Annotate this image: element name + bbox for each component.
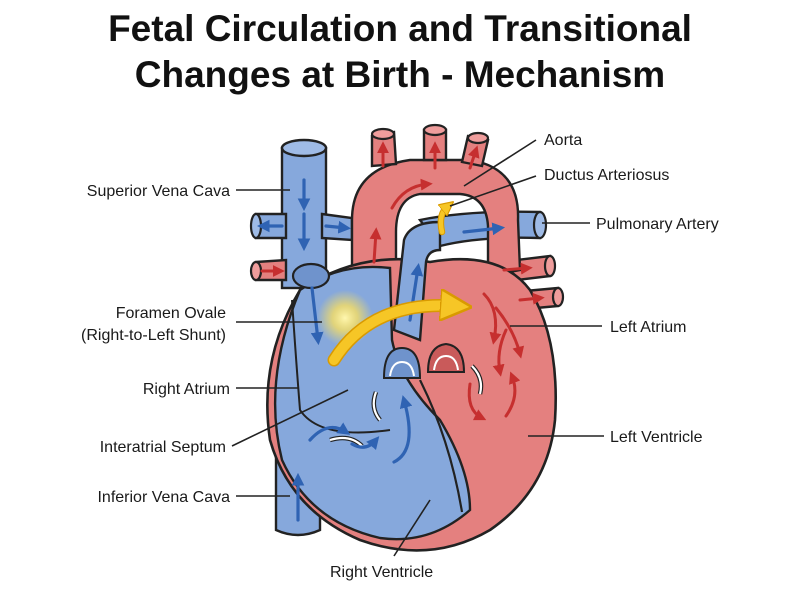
label-superior-vena-cava: Superior Vena Cava [87,183,230,200]
leader-lines [231,139,604,557]
title-line-2: Changes at Birth - Mechanism [134,54,666,95]
foramen-ovale-shunt-arrow [327,305,456,367]
red-flow-arrows [260,141,545,421]
label-foramen-ovale-shunt: (Right-to-Left Shunt) [81,327,226,344]
diagram-title: Fetal Circulation and Transitional Chang… [0,6,800,98]
label-interatrial-septum: Interatrial Septum [100,439,226,456]
pulmonary-valve [382,346,422,379]
ductus-arteriosus-arrow [437,206,448,236]
label-inferior-vena-cava: Inferior Vena Cava [97,489,230,506]
label-ductus-arteriosus: Ductus Arteriosus [544,167,669,184]
label-right-ventricle: Right Ventricle [330,564,433,581]
label-pulmonary-artery: Pulmonary Artery [596,216,719,233]
label-foramen-ovale: Foramen Ovale [116,305,226,322]
label-left-ventricle: Left Ventricle [610,429,703,446]
title-line-1: Fetal Circulation and Transitional [108,8,692,49]
label-aorta: Aorta [544,132,582,149]
label-left-atrium: Left Atrium [610,319,686,336]
aortic-valve [426,342,466,373]
label-right-atrium: Right Atrium [143,381,230,398]
